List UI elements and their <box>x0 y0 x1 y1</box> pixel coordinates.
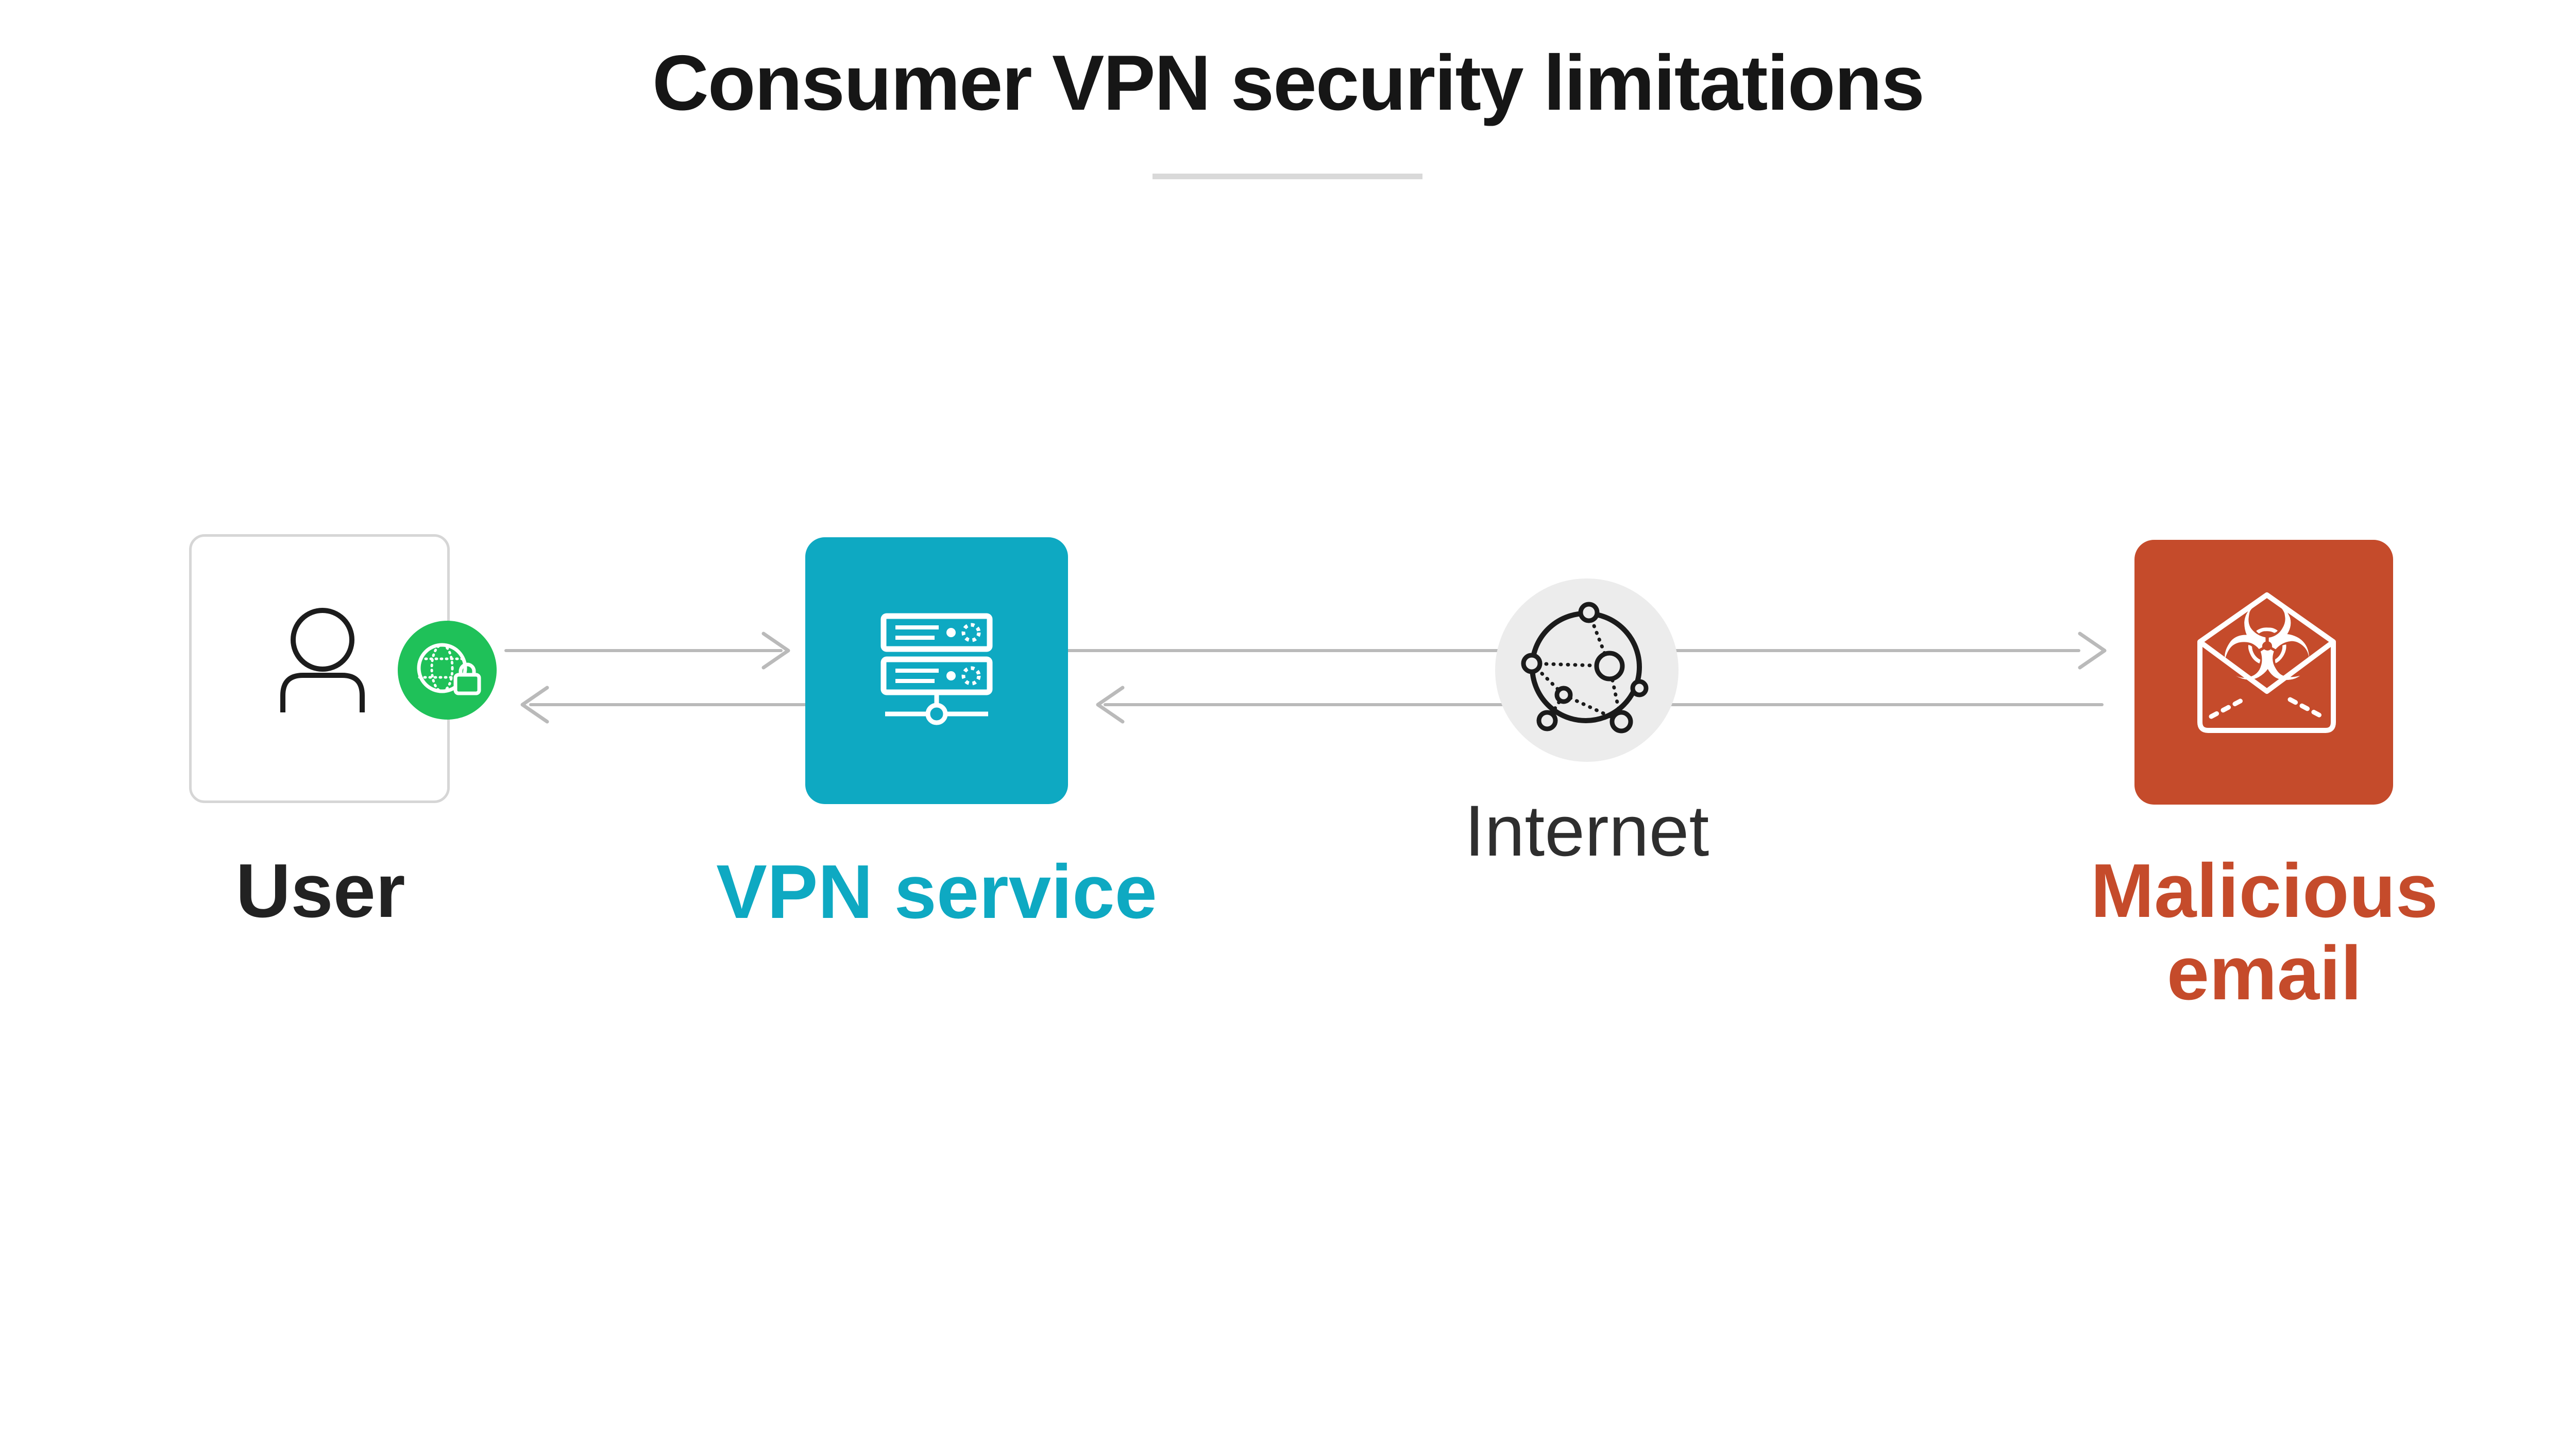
internet-node <box>1495 578 1679 762</box>
page-title: Consumer VPN security limitations <box>652 39 1925 127</box>
arrow-vpn-to-user <box>520 686 807 724</box>
malicious-email-label: Malicious email <box>2058 850 2470 1015</box>
person-icon <box>280 608 365 712</box>
biohazard-email-icon: ☣ <box>2197 583 2336 733</box>
title-divider <box>1153 174 1422 179</box>
vpn-service-node <box>805 537 1068 804</box>
secure-globe-lock-icon <box>417 643 481 695</box>
internet-label: Internet <box>1464 790 1709 871</box>
malicious-email-node: ☣ <box>2134 540 2393 805</box>
biohazard-glyph: ☣ <box>2219 583 2314 705</box>
network-globe-icon <box>1521 602 1649 734</box>
vpn-service-label: VPN service <box>716 849 1157 934</box>
malicious-email-label-line1: Malicious <box>2090 848 2438 933</box>
arrow-user-to-vpn <box>504 632 790 670</box>
user-label: User <box>235 848 405 933</box>
malicious-email-label-line2: email <box>2166 930 2362 1016</box>
vpn-server-icon <box>880 613 993 725</box>
secure-badge <box>398 621 497 720</box>
